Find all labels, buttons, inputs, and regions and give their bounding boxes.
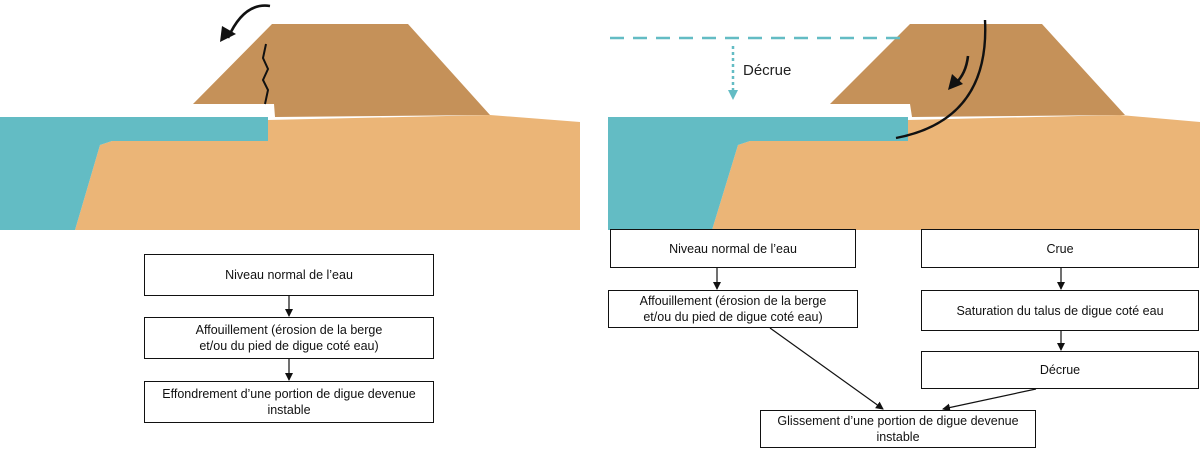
left-box-scour-line1: Affouillement (érosion de la berge [195, 323, 383, 337]
right-scour-notch [826, 104, 910, 117]
left-dike [193, 24, 490, 117]
left-box-normal-level-text: Niveau normal de l’eau [225, 268, 353, 282]
right-box-saturation: Saturation du talus de digue coté eau [921, 290, 1199, 331]
right-box-recession-text: Décrue [1039, 363, 1081, 377]
right-box-normal-level: Niveau normal de l’eau [610, 229, 856, 268]
left-ground [75, 115, 580, 230]
right-box-slide-line2: instable [876, 430, 920, 444]
right-box-slide-line1: Glissement d’une portion de digue devenu… [777, 414, 1019, 428]
left-box-normal-level: Niveau normal de l’eau [144, 254, 434, 296]
right-box-flood-text: Crue [1046, 241, 1074, 256]
right-dike [830, 24, 1125, 117]
left-cross-section [0, 4, 580, 230]
right-box-saturation-text: Saturation du talus de digue coté eau [956, 303, 1164, 318]
left-box-collapse: Effondrement d’une portion de digue deve… [144, 381, 434, 423]
flowchart-arrows [285, 268, 1065, 412]
left-scour-notch [190, 104, 272, 117]
left-box-collapse-line2: instable [267, 403, 311, 417]
right-box-scour-line1: Affouillement (érosion de la berge [639, 294, 827, 308]
right-box-scour-line2: et/ou du pied de digue coté eau) [643, 310, 823, 324]
right-box-normal-level-text: Niveau normal de l’eau [669, 241, 797, 256]
slip-surface-arc [895, 19, 987, 140]
right-box-flood: Crue [921, 229, 1199, 268]
left-box-scour: Affouillement (érosion de la berge et/ou… [144, 317, 434, 359]
left-crack [261, 43, 270, 105]
recession-label: Décrue [743, 62, 792, 79]
right-water [608, 117, 908, 230]
left-box-scour-line2: et/ou du pied de digue coté eau) [199, 339, 379, 353]
right-cross-section [608, 19, 1200, 230]
right-box-slide: Glissement d’une portion de digue devenu… [760, 410, 1036, 448]
right-box-recession: Décrue [921, 351, 1199, 389]
right-ground [712, 115, 1200, 230]
right-box-scour: Affouillement (érosion de la berge et/ou… [608, 290, 858, 328]
left-box-collapse-line1: Effondrement d’une portion de digue deve… [162, 387, 416, 401]
left-water [0, 117, 268, 230]
